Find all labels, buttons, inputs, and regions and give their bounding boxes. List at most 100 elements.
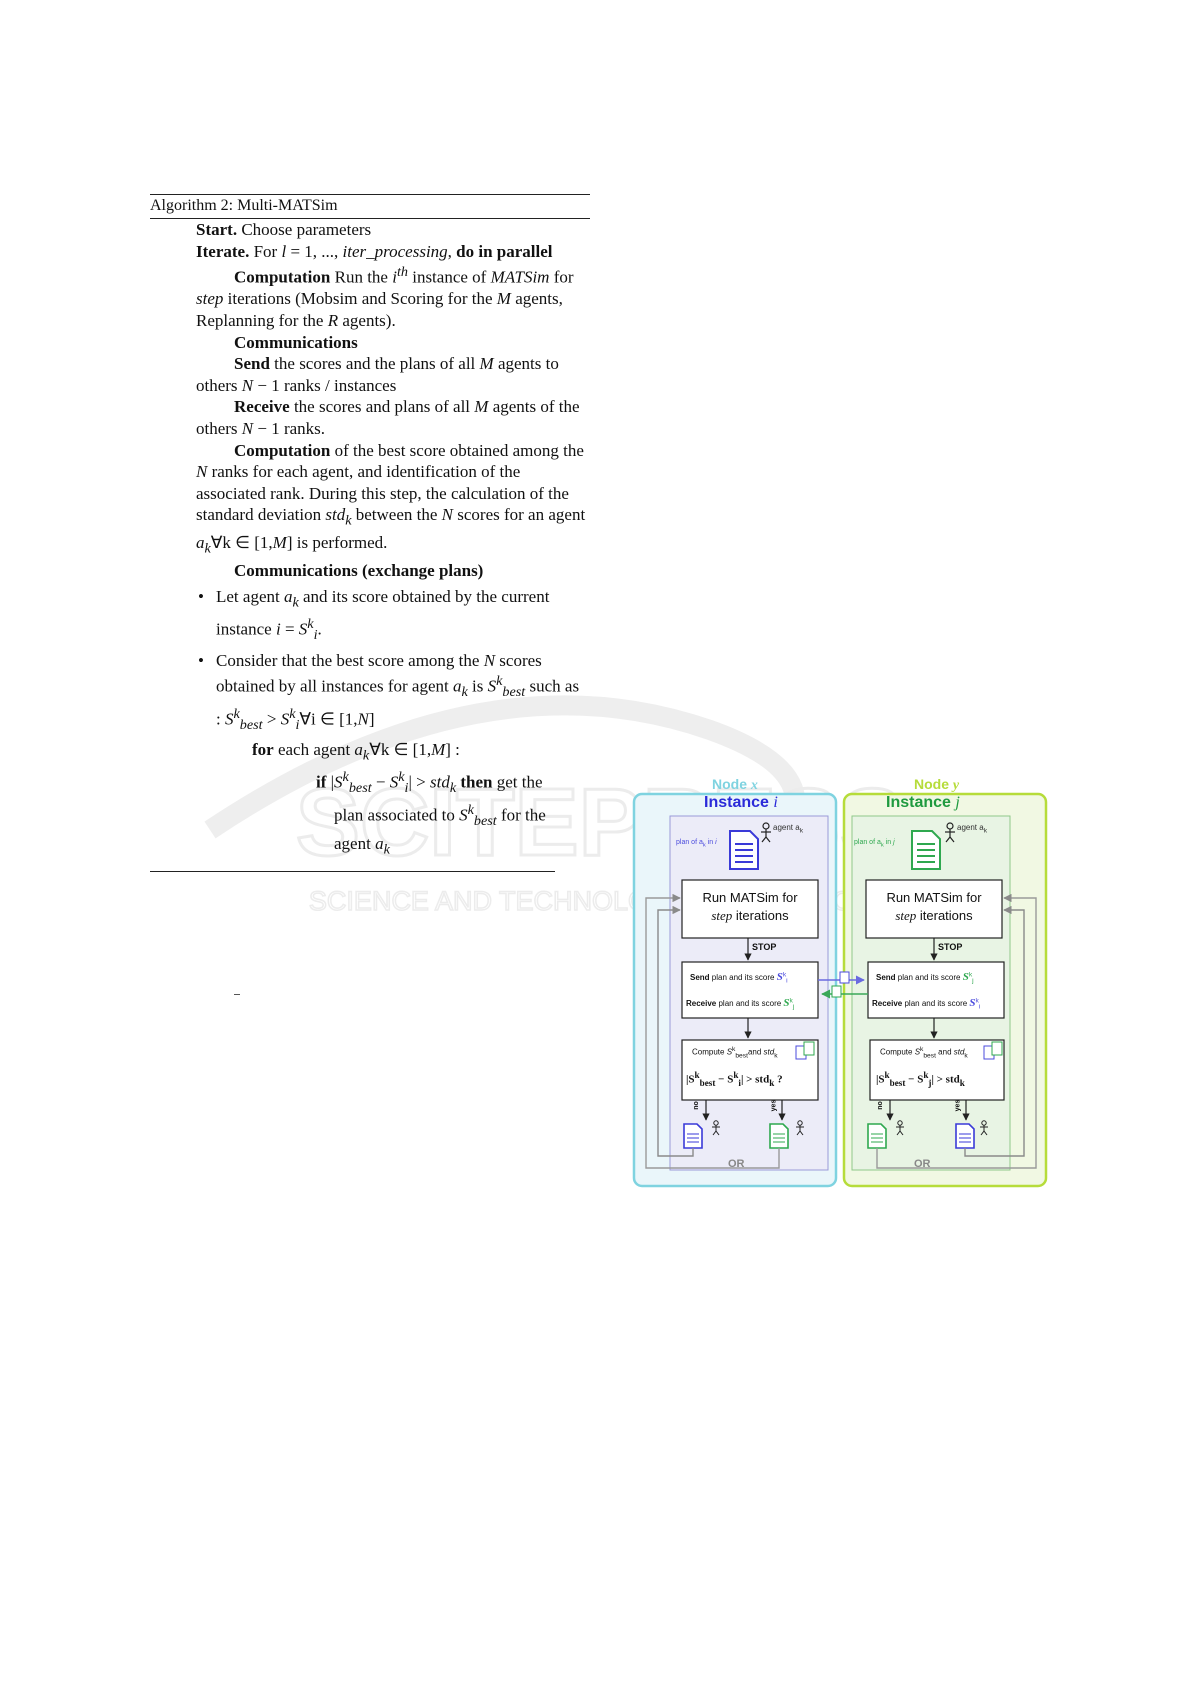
if-label: if (316, 773, 327, 793)
bullet-item-2: Consider that the best score among the N… (196, 650, 588, 737)
send-label: Send (234, 354, 270, 374)
stop-label-left: STOP (752, 942, 777, 952)
if-t2: − (371, 773, 390, 793)
communications-heading: Communications (234, 332, 358, 352)
if-S2-sub: i (404, 780, 409, 797)
plan-document-green-icon (769, 1123, 789, 1149)
b1-t3: = (280, 619, 299, 639)
agent-person-icon (980, 1120, 988, 1136)
stop-label-right: STOP (938, 942, 963, 952)
send-N: N (241, 375, 254, 395)
if-t4: get the (492, 773, 543, 793)
plan-label-left: plan of ak in i (676, 839, 717, 849)
send-t1: the scores and the plans of all (269, 354, 480, 374)
agent-person-icon (945, 822, 955, 843)
send-t2: agents to others (196, 354, 559, 395)
ifc1-S-sup: k (467, 802, 474, 819)
start-line: Start. Choose parameters (196, 219, 588, 241)
compute-text-left: Compute Skbestand stdk (692, 1046, 778, 1060)
stray-mark (234, 994, 240, 995)
c2-N: N (196, 462, 208, 482)
send-text-left: Send plan and its score Ski (690, 971, 788, 985)
if-S: S (334, 773, 343, 793)
c2-std: std (325, 505, 346, 525)
c1-t3: for (549, 267, 574, 287)
no-label-left: no (692, 1101, 700, 1110)
iterate-mid: = 1, ..., (286, 241, 343, 261)
b2-S-sub: best (502, 684, 526, 701)
condition-left: |Skbest − Ski| > stdk ? (686, 1070, 783, 1088)
computation2-label: Computation (234, 440, 331, 460)
b1-t2: and its score obtained by the current in… (216, 586, 550, 639)
iterate-line: Iterate. For l = 1, ..., iter_processing… (196, 241, 588, 263)
b2-S2-sup: k (233, 705, 240, 722)
comm-box-left (681, 961, 819, 1019)
agent-label-right: agent ak (957, 823, 988, 835)
if-line: if |Skbest − Ski| > stdk then get the (196, 767, 588, 800)
or-label-right: OR (914, 1158, 931, 1170)
workflow-diagram: Node x Instance i plan of ak in i agent … (632, 776, 1048, 1188)
run-line1-left: Run MATSim for (702, 890, 798, 905)
if-t1: | (326, 773, 335, 793)
ifc2-a-sub: k (383, 841, 390, 858)
c2-t1: of the best score obtained among the (330, 440, 584, 460)
b2-a: a (452, 676, 462, 696)
agent-person-icon (796, 1120, 804, 1136)
b2-t2: scores obtained by all instances for age… (216, 650, 542, 696)
ifc2-a: a (375, 833, 384, 853)
computation1-para: Computation Run the ith instance of MATS… (196, 262, 588, 331)
b1-t4: . (317, 619, 322, 639)
algorithm-title: Algorithm 2: Multi-MATSim (150, 197, 338, 214)
c2-t3: between the (351, 505, 442, 525)
b2-N2: N (357, 709, 369, 729)
b1-i: i (275, 619, 281, 639)
b1-t1: Let agent (216, 586, 284, 606)
loop-arrow-left-inner (645, 893, 780, 1169)
for-a: a (354, 740, 363, 760)
loop-arrow-right-inner (964, 905, 1025, 1157)
c2-std-sub: k (345, 512, 352, 529)
iterate-var2: iter_processing (342, 241, 448, 261)
if-S-sub: best (348, 780, 372, 797)
for-line: for each agent ak∀k ∈ [1,M] : (196, 739, 588, 767)
b2-t5: > (262, 709, 281, 729)
c2-N2: N (441, 505, 453, 525)
condition-right: |Skbest − Skj| > stdk (876, 1070, 965, 1088)
c2-a-sub: k (204, 540, 211, 557)
compute-text-right: Compute Skbest and stdk (880, 1046, 968, 1060)
start-text: Choose parameters (237, 220, 372, 239)
c2-a: a (196, 533, 205, 553)
run-line1-right: Run MATSim for (886, 890, 982, 905)
b2-t3: is (467, 676, 488, 696)
for-t3: ] : (445, 740, 460, 760)
receive-label: Receive (234, 397, 290, 417)
loop-arrow-left-outer (657, 905, 694, 1157)
c1-i: i (392, 267, 397, 287)
for-a-sub: k (362, 747, 370, 764)
ifc1-S: S (459, 805, 468, 825)
if-cont-2: agent ak (196, 833, 588, 861)
if-S2-sup: k (398, 769, 405, 786)
agent-label-left: agent ak (773, 823, 804, 835)
b1-a: a (283, 586, 293, 606)
c1-t5: agents, Replanning for the (196, 289, 563, 331)
if-cont-1: plan associated to Skbest for the (196, 800, 588, 833)
plan-document-blue-icon (729, 830, 759, 870)
send-t3: − 1 ranks / instances (253, 375, 397, 395)
iterate-parallel: do in parallel (456, 241, 553, 261)
plan-document-blue-icon (955, 1123, 975, 1149)
algorithm-body: Start. Choose parameters Iterate. For l … (196, 219, 588, 861)
send-para: Send the scores and the plans of all M a… (196, 353, 588, 396)
recv-t1: the scores and plans of all (289, 397, 475, 417)
c1-t1: Run the (330, 267, 393, 287)
yes-label-right: yes (954, 1099, 962, 1112)
b2-t4: such as : (216, 676, 580, 729)
if-std-sub: k (449, 780, 457, 797)
for-M: M (431, 740, 446, 760)
agent-person-icon (896, 1120, 904, 1136)
c2-M: M (272, 533, 287, 553)
b2-t7: ] (368, 709, 375, 729)
instance-i-label: Instance i (704, 794, 778, 811)
computation2-para: Computation of the best score obtained a… (196, 440, 588, 561)
